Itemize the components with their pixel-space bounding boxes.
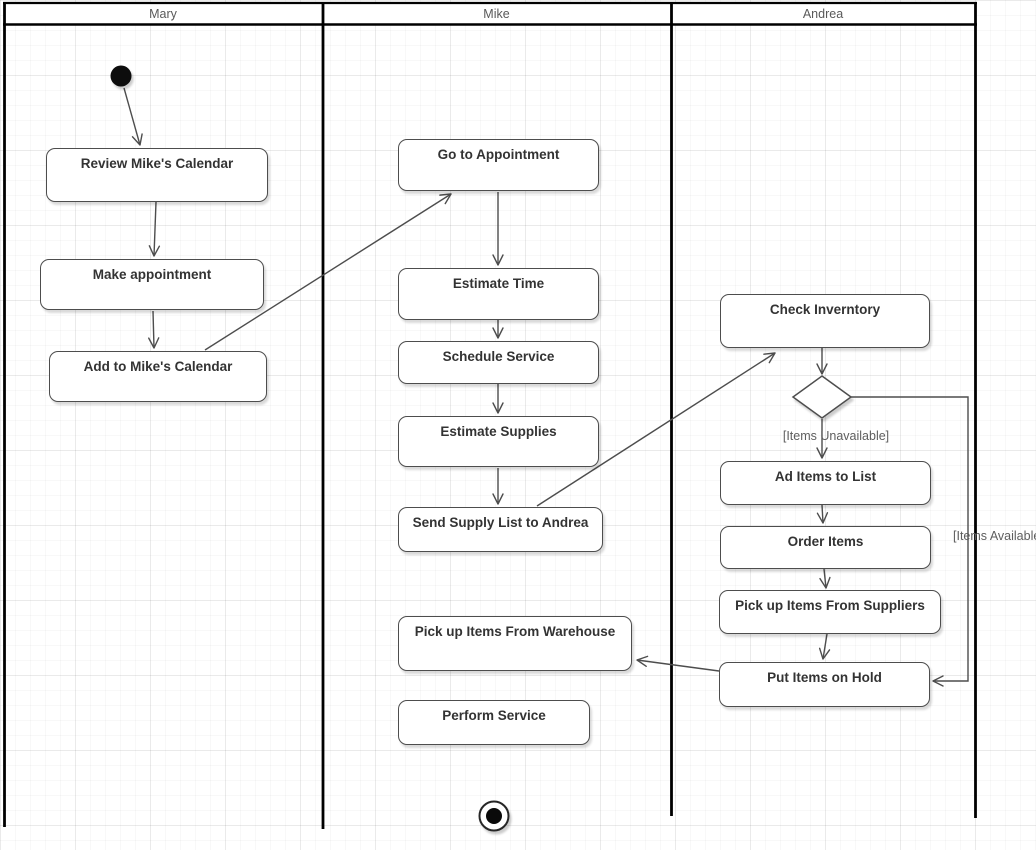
edge-pickup-suppliers-to-put-items-on-hold[interactable]	[818, 633, 831, 660]
activity-put-items-on-hold[interactable]: Put Items on Hold	[719, 662, 930, 707]
activity-label: Make appointment	[92, 267, 212, 282]
lane-title: Mike	[483, 7, 510, 21]
edge-review-to-make-appointment[interactable]	[148, 201, 161, 257]
activity-check-inverntory[interactable]: Check Inverntory	[720, 294, 930, 348]
edge-layer	[123, 87, 969, 687]
edge-add-calendar-to-go-to-appointment[interactable]	[204, 193, 452, 351]
edge-send-supply-list-to-check-inverntory[interactable]	[536, 352, 776, 507]
activity-order-items[interactable]: Order Items	[720, 526, 931, 569]
activity-label: Put Items on Hold	[767, 670, 882, 685]
activity-estimate-time[interactable]: Estimate Time	[398, 268, 599, 320]
edge-put-items-on-hold-to-pickup-warehouse[interactable]	[636, 655, 720, 672]
activity-label: Order Items	[787, 534, 864, 549]
lane-header-mike[interactable]: Mike	[322, 4, 671, 24]
activity-label: Add to Mike's Calendar	[83, 359, 233, 374]
swimlane-frame	[3, 1, 977, 829]
guard-items-unavailable[interactable]: [Items Unavailable]	[782, 429, 890, 443]
control-node-layer	[110, 65, 853, 832]
activity-label: Go to Appointment	[437, 147, 560, 162]
activity-send-supply-list[interactable]: Send Supply List to Andrea	[398, 507, 603, 552]
activity-make-appointment[interactable]: Make appointment	[40, 259, 264, 310]
activity-label: Send Supply List to Andrea	[412, 515, 589, 530]
decision-diamond[interactable]	[791, 375, 853, 419]
activity-schedule-service[interactable]: Schedule Service	[398, 341, 599, 384]
activity-label: Pick up Items From Warehouse	[414, 624, 616, 639]
activity-go-to-appointment[interactable]: Go to Appointment	[398, 139, 599, 191]
activity-label: Review Mike's Calendar	[80, 156, 234, 171]
activity-label: Pick up Items From Suppliers	[735, 598, 925, 613]
initial-node[interactable]	[110, 65, 132, 87]
edge-order-items-to-pickup-suppliers[interactable]	[819, 568, 831, 589]
guard-items-available[interactable]: [Items Available]	[953, 529, 1036, 543]
lane-title: Mary	[149, 7, 177, 21]
edge-ad-items-to-order-items[interactable]	[816, 504, 829, 524]
activity-label: Estimate Time	[452, 276, 545, 291]
activity-estimate-supplies[interactable]: Estimate Supplies	[398, 416, 599, 467]
edge-decision-to-put-items-on-hold[interactable]	[851, 396, 969, 687]
activity-add-to-mikes-calendar[interactable]: Add to Mike's Calendar	[49, 351, 267, 402]
final-node-dot	[486, 808, 502, 824]
activity-label: Perform Service	[442, 708, 546, 723]
activity-pickup-suppliers[interactable]: Pick up Items From Suppliers	[719, 590, 941, 634]
activity-label: Ad Items to List	[774, 469, 877, 484]
lane-header-mary[interactable]: Mary	[4, 4, 322, 24]
activity-ad-items-to-list[interactable]: Ad Items to List	[720, 461, 931, 505]
edge-make-appointment-to-add-calendar[interactable]	[148, 310, 160, 349]
activity-perform-service[interactable]: Perform Service	[398, 700, 590, 745]
activity-label: Estimate Supplies	[440, 424, 557, 439]
activity-review-mikes-calendar[interactable]: Review Mike's Calendar	[46, 148, 268, 202]
edge-start-to-review[interactable]	[123, 87, 143, 146]
activity-label: Check Inverntory	[769, 302, 881, 317]
activity-pickup-warehouse[interactable]: Pick up Items From Warehouse	[398, 616, 632, 671]
lane-header-andrea[interactable]: Andrea	[671, 4, 975, 24]
lane-title: Andrea	[802, 7, 844, 21]
activity-label: Schedule Service	[442, 349, 555, 364]
